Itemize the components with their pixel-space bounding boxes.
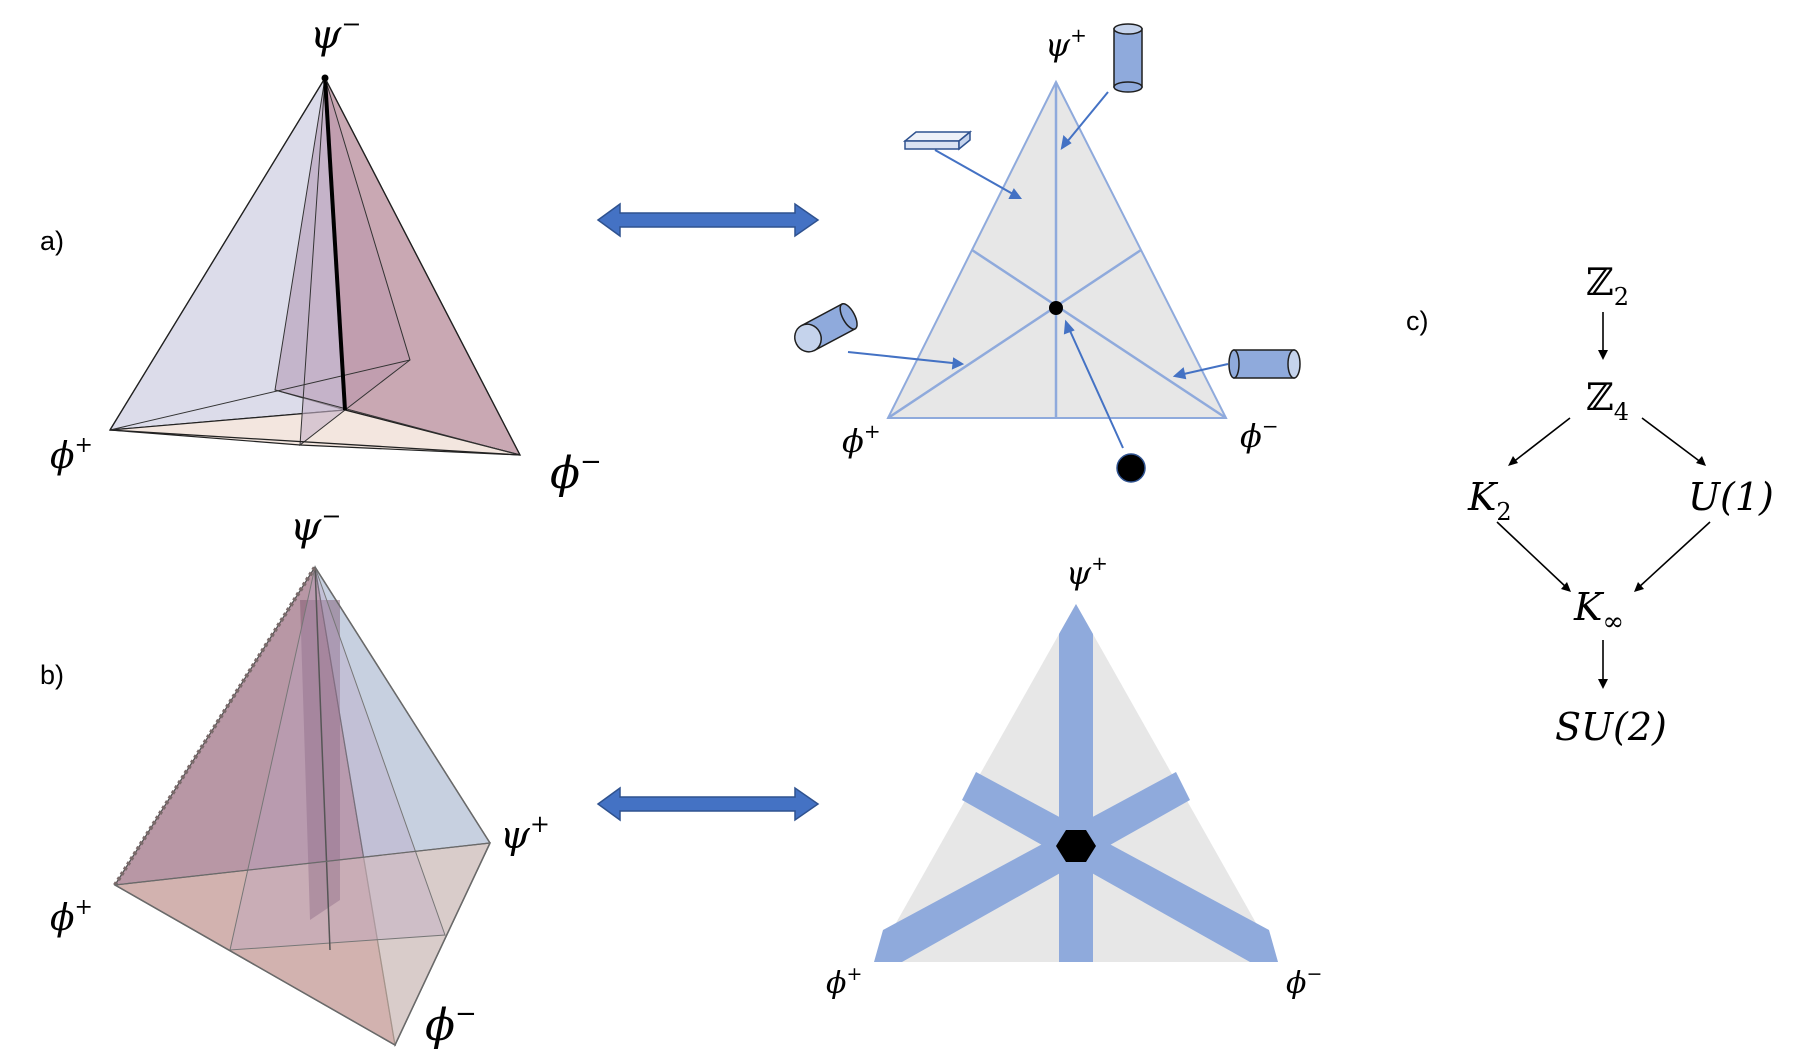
label-tri-b-top: ψ+: [1066, 551, 1108, 592]
triangle-a-line-left: [887, 248, 1142, 420]
annotation-arrows-a: [847, 91, 1229, 449]
double-arrow-a: [596, 202, 820, 238]
arrowhead-right-line: [1172, 367, 1187, 380]
label-b-top: ψ−: [290, 502, 341, 550]
arrow-to-face: [934, 149, 1021, 199]
triangle-b-band-vertical: [1059, 604, 1093, 962]
tetra-a-edge-bottom: [109, 429, 521, 456]
tetra-a-edge-inner-2: [274, 389, 521, 456]
tetra-b-edge-bottom: [114, 884, 396, 1046]
arrowhead-vertical-line: [1060, 134, 1072, 151]
arrowhead-left-line: [951, 357, 965, 370]
arrowhead-face: [1008, 188, 1022, 199]
label-tri-a-top: ψ+: [1045, 23, 1087, 64]
cylinder-vertical-icon: [1113, 23, 1143, 93]
hierarchy-arrowheads: [1508, 350, 1706, 689]
arrow-to-center: [1065, 321, 1124, 449]
label-tri-b-right: ϕ−: [1286, 963, 1322, 1001]
tetra-a-central-axis: [323, 77, 347, 411]
tetrahedron-a: [108, 74, 522, 456]
triangle-b-band-left: [874, 772, 1190, 962]
triangle-a-line-right: [971, 248, 1227, 420]
label-tri-a-left: ϕ+: [842, 419, 881, 460]
label-a-left: ϕ+: [50, 433, 93, 477]
arrow-u1-kinf: [1637, 521, 1711, 589]
tetra-a-edge-left: [109, 77, 326, 431]
node-kinf: K∞: [1573, 585, 1624, 637]
label-tri-b-left: ϕ+: [826, 963, 862, 1001]
panel-label-c: c): [1406, 306, 1429, 336]
triangle-a-center-dot: [1049, 301, 1063, 315]
tetra-a-edge-right: [324, 77, 521, 456]
tetra-b-edge-right: [314, 566, 491, 844]
triangle-b: [874, 604, 1278, 962]
label-b-right: ψ+: [500, 810, 550, 857]
arrowhead-center: [1063, 319, 1075, 335]
tetra-b-edge-right-bottom: [394, 842, 491, 1046]
arrow-k2-kinf: [1496, 521, 1568, 589]
tetra-b-inner-column: [300, 600, 340, 920]
tetra-b-edge-left: [113, 565, 317, 887]
tetrahedron-b: [113, 565, 491, 1047]
arrow-to-vertical-line: [1061, 91, 1109, 149]
cylinder-horizontal-icon: [1228, 349, 1301, 379]
label-b-bottom: ϕ−: [425, 999, 477, 1051]
arrow-z4-k2: [1511, 417, 1571, 464]
triangle-b-band-right: [962, 772, 1278, 962]
panel-label-a: a): [40, 226, 64, 256]
slab-icon: [902, 130, 973, 151]
label-b-left: ϕ+: [50, 895, 93, 939]
node-u1: U(1): [1688, 475, 1774, 519]
node-su2: SU(2): [1555, 705, 1667, 749]
tetra-b-edge-back: [114, 842, 491, 886]
tetra-b-inner-axis: [314, 566, 331, 951]
double-arrow-b: [596, 786, 820, 822]
node-k2: K2: [1467, 475, 1512, 526]
triangle-a: [886, 79, 1228, 420]
label-a-top: ψ−: [310, 10, 361, 58]
panel-label-b: b): [40, 660, 64, 690]
tetra-a-apex: [321, 74, 329, 82]
label-tri-a-right: ϕ−: [1240, 414, 1279, 455]
node-z4: ℤ4: [1586, 375, 1629, 426]
arrow-to-left-line: [847, 351, 963, 365]
node-z2: ℤ2: [1586, 260, 1629, 311]
triangle-b-center-hexagon: [1056, 830, 1096, 862]
tetra-a-edge-inner-1: [109, 359, 411, 431]
hierarchy-arrows: [1496, 312, 1711, 684]
sphere-icon: [1116, 453, 1146, 483]
cylinder-tilted-icon: [794, 302, 858, 353]
label-a-right: ϕ−: [550, 447, 602, 499]
arrow-z4-u1: [1641, 417, 1703, 464]
hierarchy-diagram: ℤ2 ℤ4 K2 U(1) K∞ SU(2): [1467, 260, 1774, 749]
